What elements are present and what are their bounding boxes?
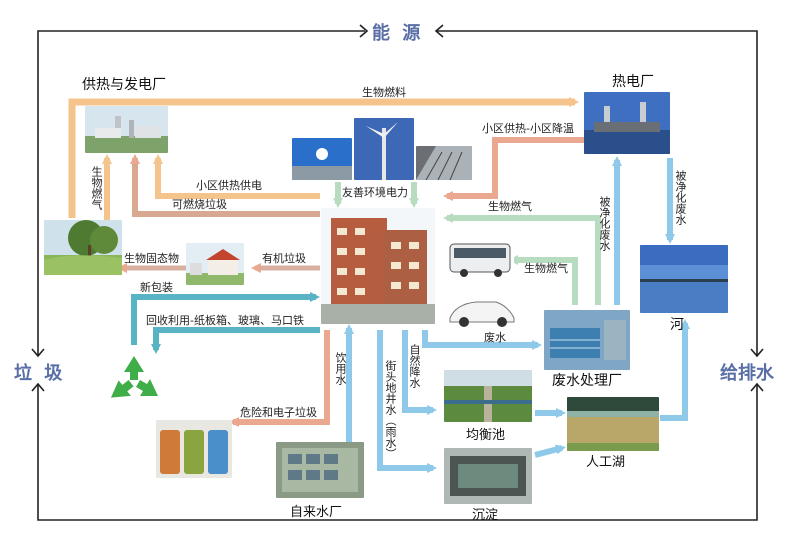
- biogas-left-label: 生物燃气: [90, 166, 103, 210]
- recycling-label: 回收利用-纸板箱、玻璃、马口铁: [146, 314, 304, 327]
- recycling-arrow: [151, 327, 320, 354]
- hazardous-label: 危险和电子垃圾: [240, 406, 317, 419]
- biofuel-arrow: [68, 97, 579, 218]
- river-label: 河: [670, 317, 684, 333]
- sedimentation-to-lake-arrow: [534, 444, 566, 458]
- community-heat-power-label: 小区供热供电: [196, 179, 262, 192]
- hazardous-arrow: [229, 330, 330, 427]
- solar-image: [292, 138, 352, 180]
- purified-up-label: 被净化废水: [598, 196, 611, 251]
- drinking-water-label: 饮用水: [334, 352, 347, 385]
- wastewater-arrow: [422, 330, 542, 350]
- friendly-power-label: 友善环境电力: [342, 186, 408, 199]
- bus-image: [446, 236, 514, 280]
- equalization-tank-image: [444, 370, 532, 422]
- water-works-label: 自来水厂: [290, 505, 343, 520]
- new-packaging-arrow: [131, 292, 320, 345]
- river-image: [640, 245, 728, 313]
- building-image: [321, 208, 435, 324]
- sedimentation-label: 沉淀: [472, 508, 499, 523]
- lake-to-river-arrow: [660, 319, 690, 421]
- recycle-icon: [104, 352, 164, 410]
- wastewater-plant-label: 废水处理厂: [552, 373, 622, 389]
- street-drain-label: 街头地井水（雨水）: [384, 360, 397, 459]
- wastewater-plant-image: [544, 310, 630, 370]
- thermal-plant-image: [584, 92, 670, 154]
- waste-bins-image: [156, 420, 232, 478]
- equalization-tank-label: 均衡池: [466, 428, 506, 443]
- biofuel-label: 生物燃料: [362, 86, 406, 99]
- frame-arrow-heads: [31, 24, 764, 392]
- new-packaging-label: 新包装: [140, 281, 173, 294]
- power-heat-plant-label: 供热与发电厂: [82, 77, 166, 93]
- organic-waste-label: 有机垃圾: [262, 252, 306, 265]
- water-works-image: [276, 442, 364, 498]
- artificial-lake-label: 人工湖: [586, 455, 626, 470]
- biogas-bus-label: 生物燃气: [524, 262, 568, 275]
- power-heat-plant-image: [85, 106, 168, 153]
- bio-solids-label: 生物固态物: [124, 252, 179, 265]
- wastewater-label: 废水: [484, 331, 506, 344]
- biogas-bus-arrow: [508, 255, 578, 305]
- solar-panel-image: [416, 146, 472, 180]
- sedimentation-image: [444, 448, 532, 504]
- category-waste: 垃 圾: [14, 363, 66, 384]
- category-energy: 能 源: [372, 23, 424, 44]
- biogas-right-arrow: [443, 213, 601, 305]
- community-heat-cool-arrow: [443, 137, 602, 201]
- trees-image: [44, 220, 122, 275]
- bio-solids-image: [186, 243, 244, 285]
- combustible-waste-arrow: [130, 154, 320, 217]
- car-image: [446, 290, 518, 330]
- wind-turbine-image: [354, 118, 414, 180]
- natural-rain-label: 自然降水: [408, 344, 421, 388]
- biogas-right-label: 生物燃气: [488, 200, 532, 213]
- community-heat-cool-label: 小区供热-小区降温: [482, 122, 574, 135]
- purified-down-label: 被净化废水: [674, 170, 687, 225]
- street-drain-arrow: [377, 330, 437, 473]
- natural-rain-arrow: [402, 330, 437, 415]
- artificial-lake-image: [567, 397, 659, 451]
- community-heat-power-arrow: [153, 154, 320, 199]
- thermal-plant-label: 热电厂: [612, 74, 654, 90]
- combustible-waste-label: 可燃烧垃圾: [172, 198, 227, 211]
- category-water: 给排水: [720, 363, 774, 384]
- outer-frame: [37, 30, 758, 521]
